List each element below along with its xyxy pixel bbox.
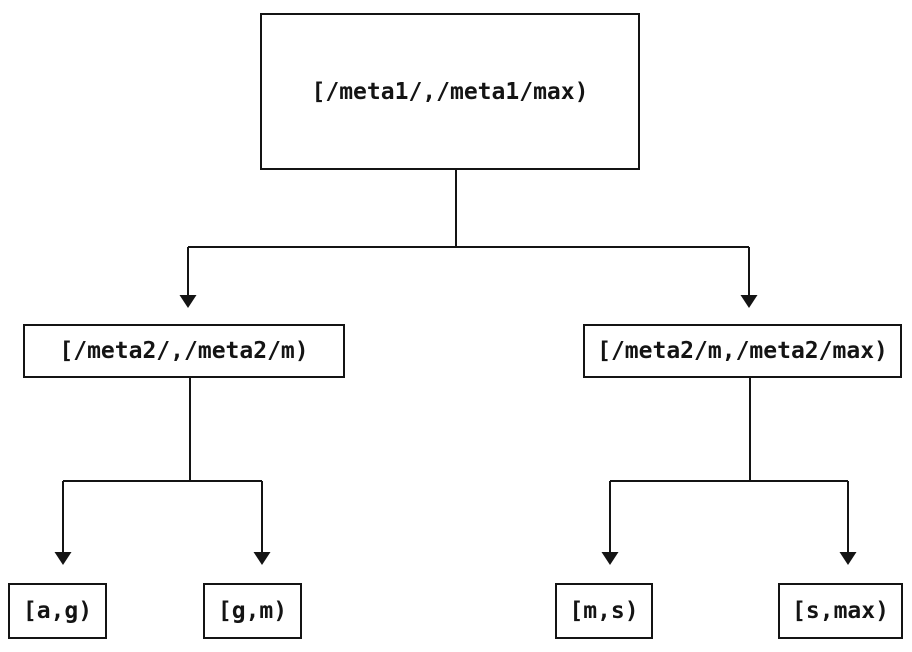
node-leaf-s-max: [s,max) <box>778 583 903 639</box>
node-meta2-low-range: [/meta2/,/meta2/m) <box>23 324 345 378</box>
node-root-meta1-range: [/meta1/,/meta1/max) <box>260 13 640 170</box>
arrow-down-icon <box>54 552 72 565</box>
edge-root-to-children <box>179 170 758 308</box>
edge-meta2-low-to-children <box>54 378 271 565</box>
node-label: [m,s) <box>569 598 639 624</box>
node-label: [a,g) <box>22 598 93 624</box>
arrow-down-icon <box>740 295 758 308</box>
edge-meta2-high-to-children <box>601 378 857 565</box>
node-leaf-m-s: [m,s) <box>555 583 653 639</box>
node-leaf-g-m: [g,m) <box>203 583 302 639</box>
arrow-down-icon <box>179 295 197 308</box>
node-label: [s,max) <box>792 598 889 624</box>
node-label: [/meta1/,/meta1/max) <box>311 78 589 105</box>
arrow-down-icon <box>601 552 619 565</box>
node-leaf-a-g: [a,g) <box>8 583 107 639</box>
node-label: [/meta2/m,/meta2/max) <box>597 338 888 364</box>
node-label: [/meta2/,/meta2/m) <box>59 338 309 364</box>
node-label: [g,m) <box>217 598 288 624</box>
node-meta2-high-range: [/meta2/m,/meta2/max) <box>583 324 902 378</box>
arrow-down-icon <box>839 552 857 565</box>
arrow-down-icon <box>253 552 271 565</box>
